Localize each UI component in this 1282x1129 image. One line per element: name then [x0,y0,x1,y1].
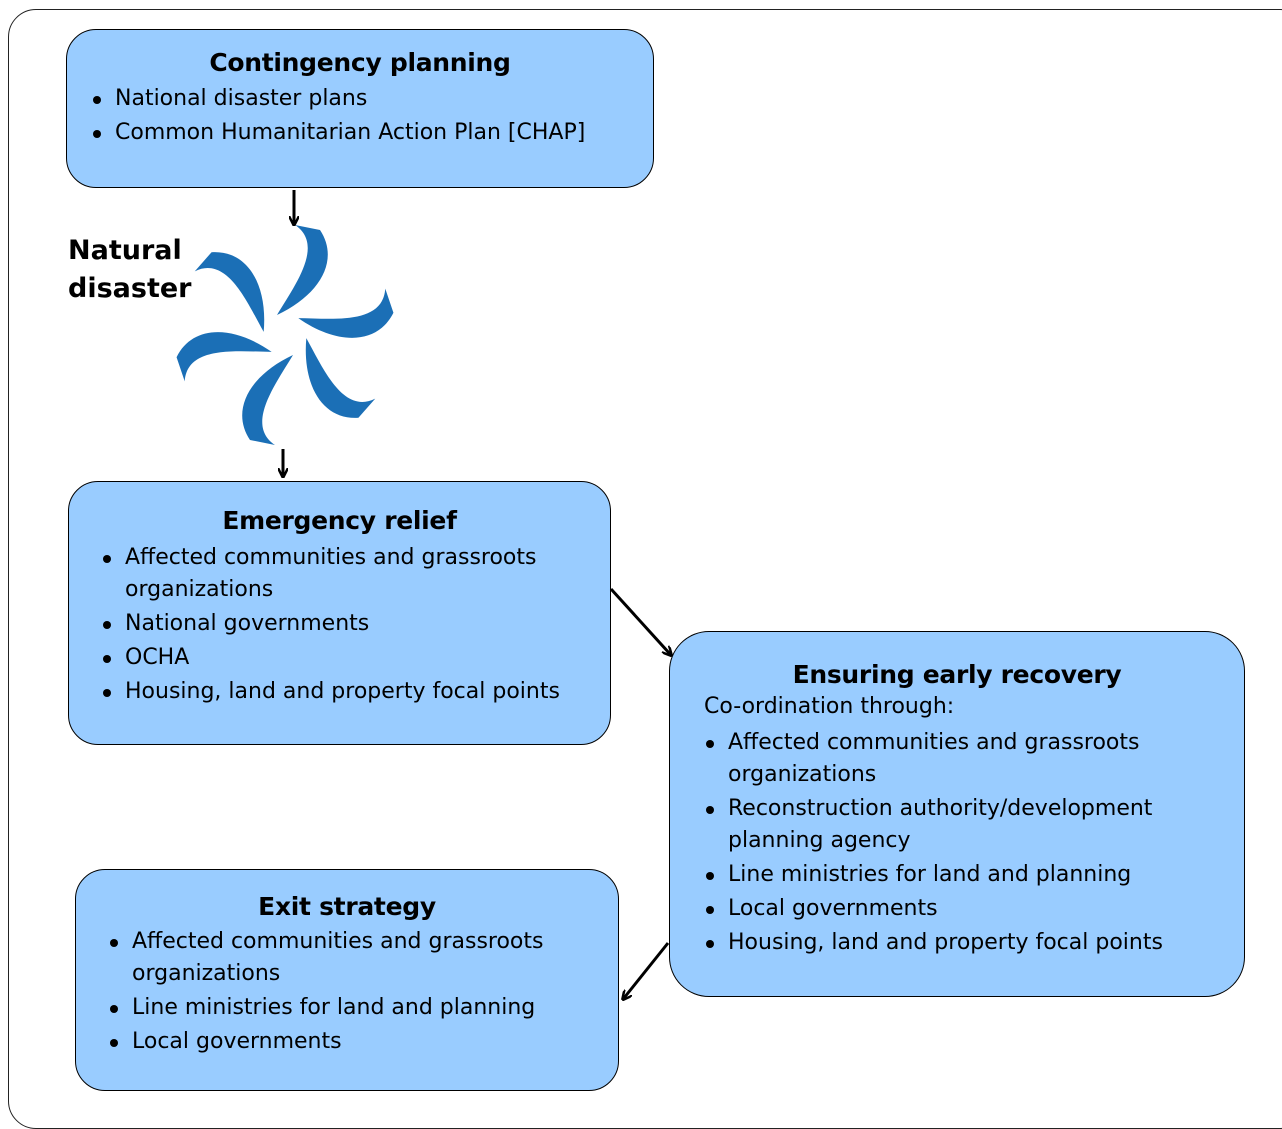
list-item: National disaster plans [89,83,649,115]
natural-disaster-label: Natural disaster [68,232,191,308]
emergency-relief-title: Emergency relief [222,506,457,535]
arrow-emergency-to-recovery [609,587,670,654]
contingency-planning-box: Contingency planning National disaster p… [66,29,654,188]
list-item: Local governments [702,893,1232,925]
early-recovery-list: Affected communities and grassroots orga… [702,727,1232,961]
swirl-icon [176,225,394,445]
connector-arrows [0,190,1282,1097]
emergency-relief-list: Affected communities and grassroots orga… [99,542,599,710]
natural-disaster-label-line1: Natural [68,235,182,266]
contingency-planning-list: National disaster plans Common Humanitar… [89,83,649,151]
exit-strategy-title: Exit strategy [258,892,436,921]
early-recovery-box: Ensuring early recovery Co-ordination th… [669,631,1245,997]
exit-strategy-list: Affected communities and grassroots orga… [106,926,611,1060]
emergency-relief-box: Emergency relief Affected communities an… [68,481,611,745]
swirl-blade [277,225,328,315]
early-recovery-subtitle: Co-ordination through: [704,694,955,719]
natural-disaster-label-line2: disaster [68,273,192,304]
list-item: Affected communities and grassroots orga… [106,926,611,990]
exit-strategy-box: Exit strategy Affected communities and g… [75,869,619,1091]
list-item: Common Humanitarian Action Plan [CHAP] [89,117,649,149]
contingency-planning-title: Contingency planning [209,48,511,77]
list-item: Local governments [106,1026,611,1058]
early-recovery-title: Ensuring early recovery [792,660,1122,689]
list-item: National governments [99,608,599,640]
list-item: Housing, land and property focal points [99,676,599,708]
list-item: Line ministries for land and planning [702,859,1232,891]
arrow-recovery-to-exit [624,942,670,998]
list-item: Line ministries for land and planning [106,992,611,1024]
list-item: Housing, land and property focal points [702,927,1232,959]
list-item: Reconstruction authority/development pla… [702,793,1232,857]
list-item: OCHA [99,642,599,674]
list-item: Affected communities and grassroots orga… [99,542,599,606]
list-item: Affected communities and grassroots orga… [702,727,1232,791]
